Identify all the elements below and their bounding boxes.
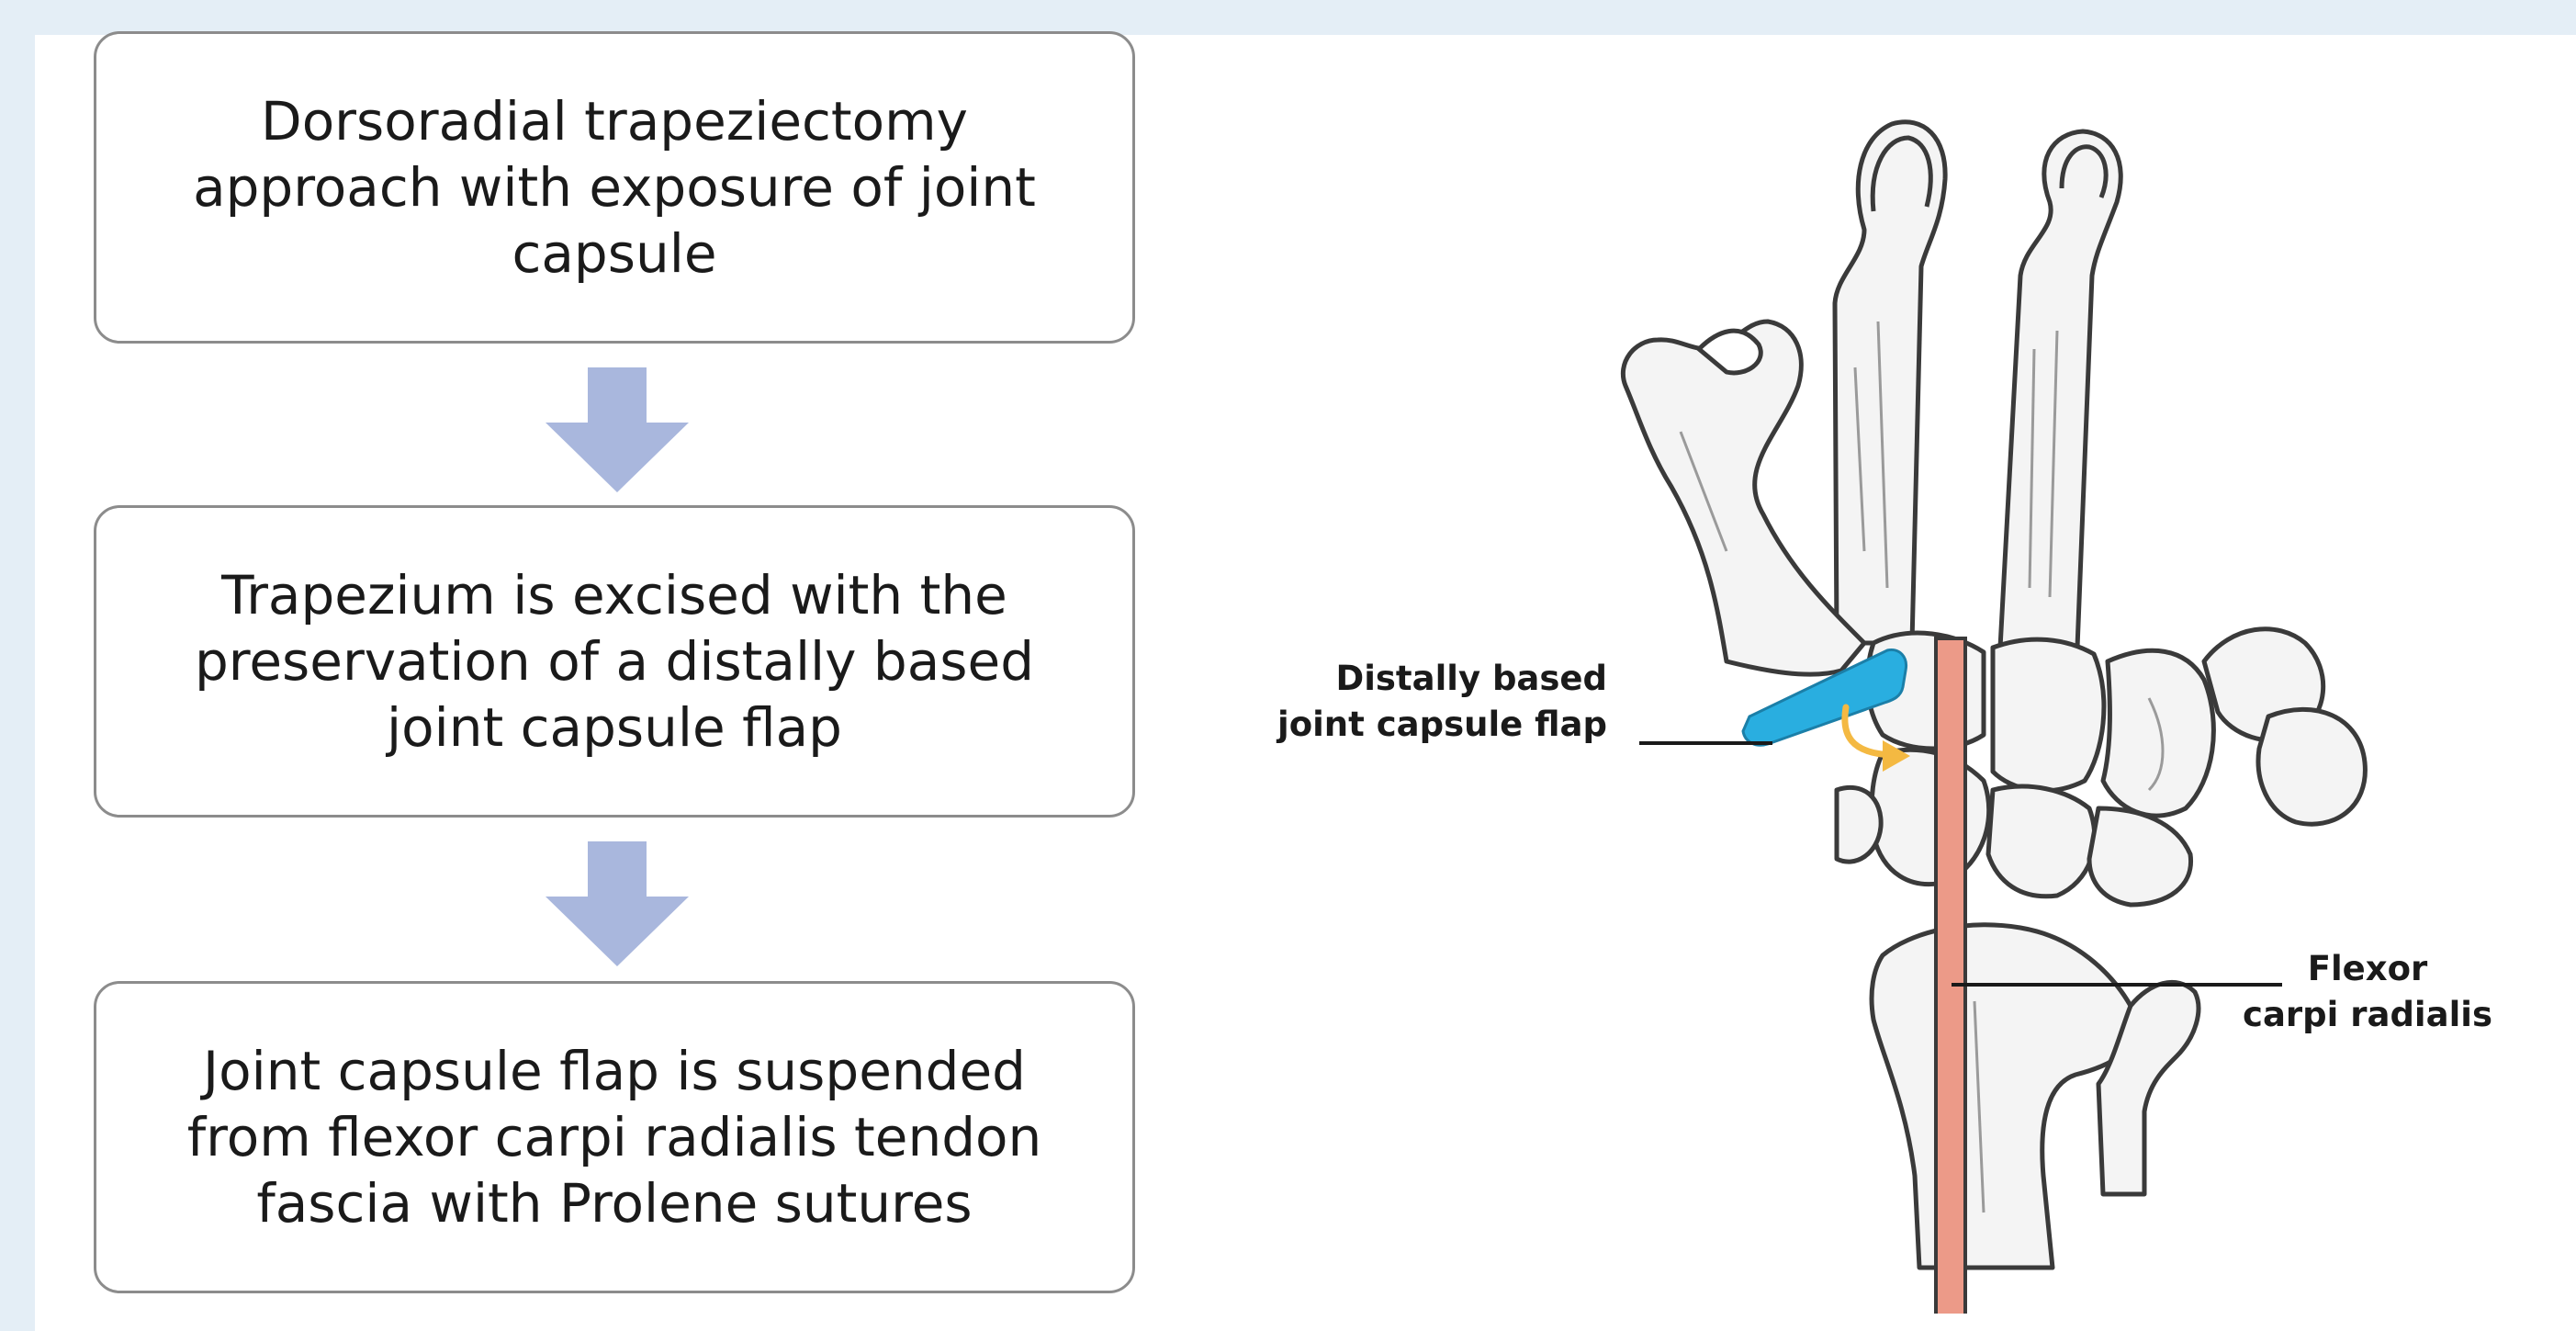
step-1-line-3: capsule (193, 220, 1036, 287)
callout-joint-capsule-flap: Distally based joint capsule flap (1221, 656, 1607, 748)
down-arrow-shape (546, 841, 689, 966)
capitate-bone (1993, 639, 2104, 791)
down-arrow-icon (546, 367, 689, 492)
hook-of-hamate (2258, 709, 2365, 824)
down-arrow-shape (546, 367, 689, 492)
callout-fcr-line-2: carpi radialis (2230, 992, 2505, 1038)
down-arrow-icon (546, 841, 689, 966)
hamate-bone (2103, 650, 2213, 816)
step-3-line-2: from flexor carpi radialis tendon (187, 1104, 1042, 1170)
step-1-line-2: approach with exposure of joint (193, 154, 1036, 220)
callout-flexor-carpi-radialis: Flexor carpi radialis (2230, 946, 2505, 1038)
callout-fcr-line-1: Flexor (2230, 946, 2505, 992)
step-3-line-1: Joint capsule flap is suspended (187, 1038, 1042, 1104)
step-3-text: Joint capsule flap is suspended from fle… (169, 1038, 1061, 1236)
callout-flap-line-2: joint capsule flap (1221, 702, 1607, 748)
callout-flap-line-1: Distally based (1221, 656, 1607, 702)
flowchart-step-3: Joint capsule flap is suspended from fle… (94, 981, 1135, 1293)
thumb-metacarpal (1623, 321, 1864, 674)
step-3-line-3: fascia with Prolene sutures (187, 1170, 1042, 1236)
middle-metacarpal (2000, 131, 2120, 648)
fcr-tendon (1936, 638, 1965, 1314)
radius-bone (1872, 925, 2135, 1268)
step-1-text: Dorsoradial trapeziectomy approach with … (174, 88, 1054, 287)
scaphoid-bone (1872, 750, 1989, 884)
step-2-line-1: Trapezium is excised with the (195, 562, 1034, 628)
step-2-text: Trapezium is excised with the preservati… (176, 562, 1052, 761)
step-2-line-2: preservation of a distally based (195, 628, 1034, 694)
flowchart-step-2: Trapezium is excised with the preservati… (94, 505, 1135, 818)
trapezium-remnant (1837, 787, 1881, 862)
step-2-line-3: joint capsule flap (195, 694, 1034, 761)
step-1-line-1: Dorsoradial trapeziectomy (193, 88, 1036, 154)
lunate-bone (1988, 786, 2095, 897)
flowchart-step-1: Dorsoradial trapeziectomy approach with … (94, 31, 1135, 344)
triquetrum-bone (2089, 808, 2191, 905)
bones (1623, 122, 2365, 1268)
